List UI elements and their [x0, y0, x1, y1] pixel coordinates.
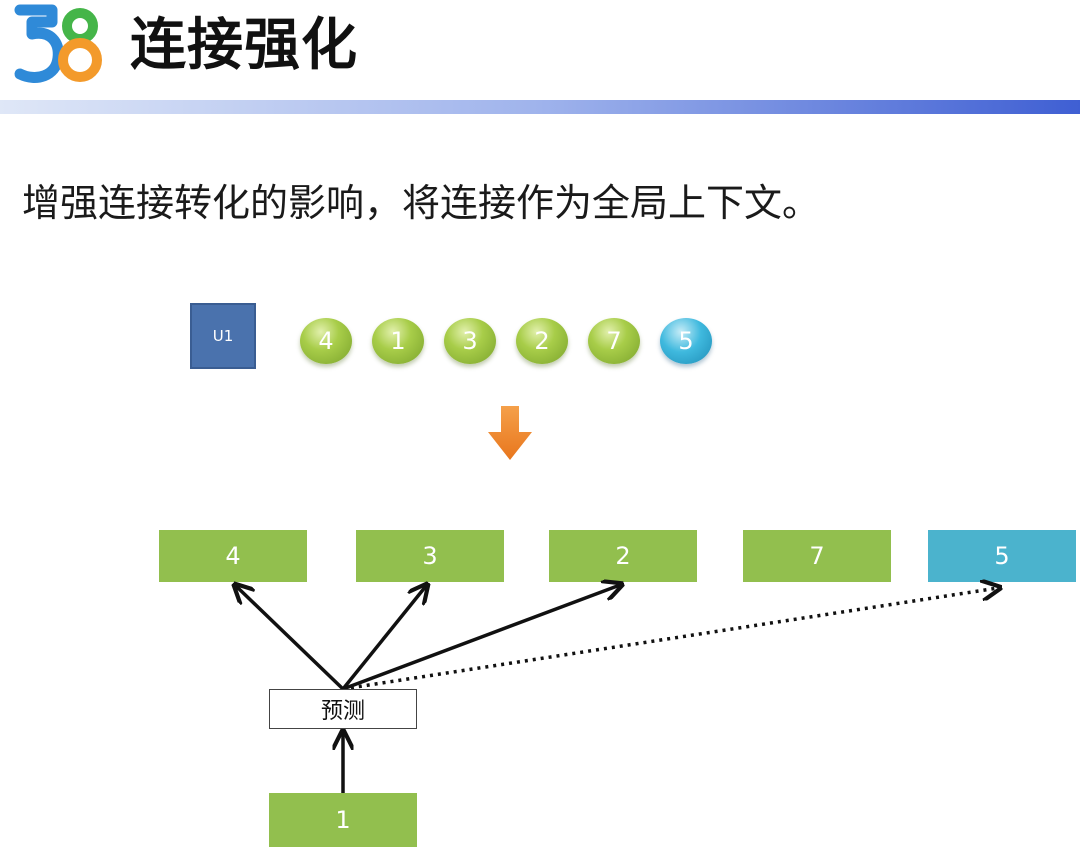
target-box: 3 [356, 530, 504, 582]
sequence-ball-highlight: 5 [660, 318, 712, 364]
sequence-ball: 7 [588, 318, 640, 364]
subtitle-text: 增强连接转化的影响，将连接作为全局上下文。 [22, 181, 821, 225]
sequence-ball: 4 [300, 318, 352, 364]
down-arrow-icon [488, 406, 532, 460]
sequence-ball: 3 [444, 318, 496, 364]
input-node: 1 [269, 793, 417, 847]
user-node: U1 [190, 303, 256, 369]
predict-node: 预测 [269, 689, 417, 729]
target-box-highlight: 5 [928, 530, 1076, 582]
arrow-to-5-dotted [342, 588, 998, 691]
target-box: 2 [549, 530, 697, 582]
target-box: 4 [159, 530, 307, 582]
arrow-to-4 [236, 586, 345, 691]
brand-logo-58 [14, 4, 102, 83]
arrow-to-3 [341, 586, 426, 691]
sequence-ball: 2 [516, 318, 568, 364]
page-title: 连接强化 [130, 13, 358, 78]
sequence-ball: 1 [372, 318, 424, 364]
target-box: 7 [743, 530, 891, 582]
arrow-to-2 [342, 585, 620, 691]
header-divider [0, 100, 1080, 114]
